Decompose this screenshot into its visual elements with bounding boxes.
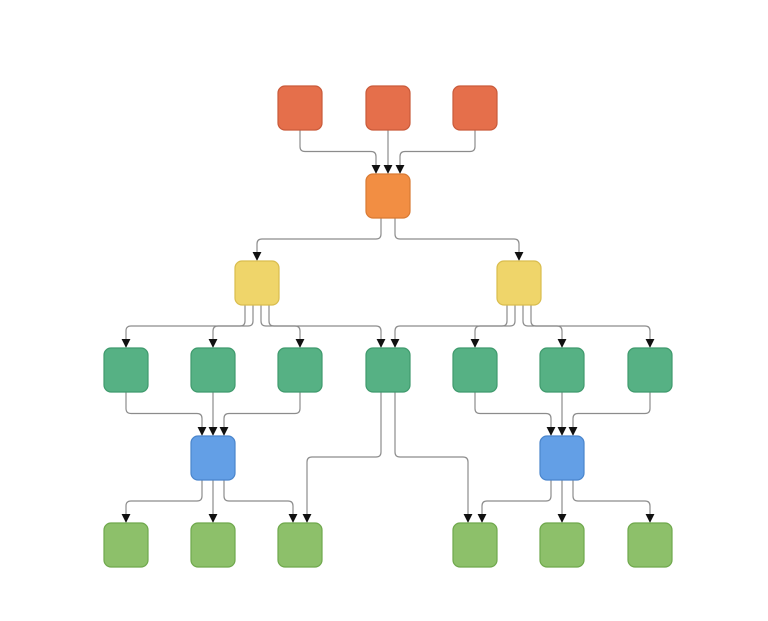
edge-hub-to-y2 [394, 218, 524, 261]
node-l5-box [539, 522, 585, 568]
node-g3 [277, 347, 323, 393]
node-l3 [277, 522, 323, 568]
node-y2-box [496, 260, 542, 306]
node-l2 [190, 522, 236, 568]
node-layer [103, 85, 673, 568]
edge-g3-to-b1 [219, 392, 301, 436]
node-g6 [539, 347, 585, 393]
node-g7-box [627, 347, 673, 393]
node-g4-box [365, 347, 411, 393]
edge-g1-to-b1 [125, 392, 207, 436]
edge-g4-to-l4 [394, 392, 473, 523]
edge-b2-to-l6 [572, 480, 655, 523]
node-b1-box [190, 435, 236, 481]
node-l1-box [103, 522, 149, 568]
edge-y2-to-g4 [390, 305, 508, 348]
node-g7 [627, 347, 673, 393]
node-l6 [627, 522, 673, 568]
edge-y1-to-g4 [268, 305, 386, 348]
node-l4-box [452, 522, 498, 568]
node-hub [365, 173, 411, 219]
node-hub-box [365, 173, 411, 219]
node-s3 [452, 85, 498, 131]
node-g2-box [190, 347, 236, 393]
node-g1 [103, 347, 149, 393]
node-y2 [496, 260, 542, 306]
edge-g7-to-b2 [568, 392, 651, 436]
node-b1 [190, 435, 236, 481]
node-l6-box [627, 522, 673, 568]
node-s2-box [365, 85, 411, 131]
edge-s1-to-hub [299, 130, 381, 174]
node-b2 [539, 435, 585, 481]
node-s1 [277, 85, 323, 131]
node-l3-box [277, 522, 323, 568]
node-l1 [103, 522, 149, 568]
node-l4 [452, 522, 498, 568]
node-g5-box [452, 347, 498, 393]
edge-b1-to-l3 [223, 480, 298, 523]
edge-g4-to-l3 [302, 392, 382, 523]
node-y1-box [234, 260, 280, 306]
edge-hub-to-y1 [252, 218, 382, 261]
node-g6-box [539, 347, 585, 393]
node-g2 [190, 347, 236, 393]
edge-b1-to-l1 [121, 480, 203, 523]
node-y1 [234, 260, 280, 306]
node-g1-box [103, 347, 149, 393]
edge-y2-to-g7 [530, 305, 655, 348]
node-g5 [452, 347, 498, 393]
node-l5 [539, 522, 585, 568]
edge-y1-to-g2 [208, 305, 254, 348]
edge-b2-to-l4 [477, 480, 552, 523]
edge-s3-to-hub [395, 130, 476, 174]
node-g4 [365, 347, 411, 393]
node-g3-box [277, 347, 323, 393]
edge-y1-to-g1 [121, 305, 246, 348]
node-s1-box [277, 85, 323, 131]
edge-g5-to-b2 [474, 392, 556, 436]
node-b2-box [539, 435, 585, 481]
node-s3-box [452, 85, 498, 131]
edge-layer [121, 130, 655, 523]
node-l2-box [190, 522, 236, 568]
node-s2 [365, 85, 411, 131]
edge-y2-to-g5 [470, 305, 516, 348]
